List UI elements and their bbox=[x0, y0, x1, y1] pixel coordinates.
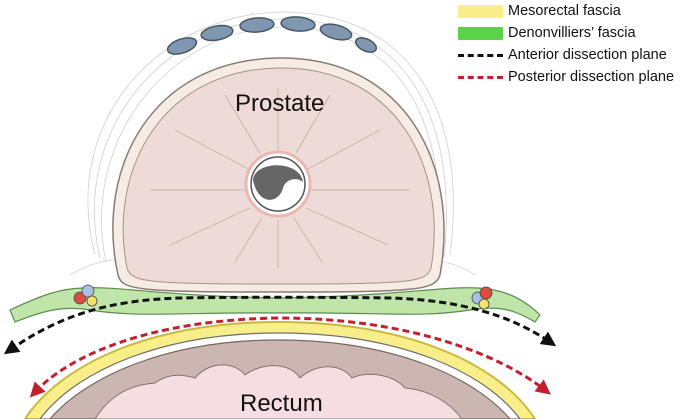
denonvilliers-fascia-region bbox=[9, 284, 541, 323]
rectum-label: Rectum bbox=[240, 390, 323, 417]
legend-swatch-denonvilliers-fascia bbox=[458, 26, 503, 40]
legend: Mesorectal fascia Denonvilliers’ fascia … bbox=[458, 0, 683, 88]
legend-swatch-mesorectal-fascia bbox=[458, 4, 503, 18]
dorsal-venous-complex bbox=[166, 16, 378, 55]
legend-label: Anterior dissection plane bbox=[508, 47, 667, 63]
legend-item-denonvilliers-fascia: Denonvilliers’ fascia bbox=[458, 22, 683, 44]
neurovascular-bundle-right bbox=[471, 286, 493, 310]
legend-swatch-anterior-dissection-plane bbox=[458, 54, 503, 57]
legend-label: Denonvilliers’ fascia bbox=[508, 25, 636, 41]
posterior-dissection-plane-line bbox=[29, 316, 551, 398]
legend-swatch-posterior-dissection-plane bbox=[458, 76, 503, 79]
legend-label: Posterior dissection plane bbox=[508, 69, 675, 85]
prostate-label: Prostate bbox=[235, 90, 325, 117]
legend-item-mesorectal-fascia: Mesorectal fascia bbox=[458, 0, 683, 22]
neurovascular-bundle-left bbox=[73, 284, 98, 307]
prostate bbox=[112, 57, 445, 293]
legend-item-posterior-dissection-plane: Posterior dissection plane bbox=[458, 66, 683, 88]
legend-item-anterior-dissection-plane: Anterior dissection plane bbox=[458, 44, 683, 66]
anterior-dissection-plane-line bbox=[3, 295, 557, 355]
legend-label: Mesorectal fascia bbox=[508, 3, 621, 19]
